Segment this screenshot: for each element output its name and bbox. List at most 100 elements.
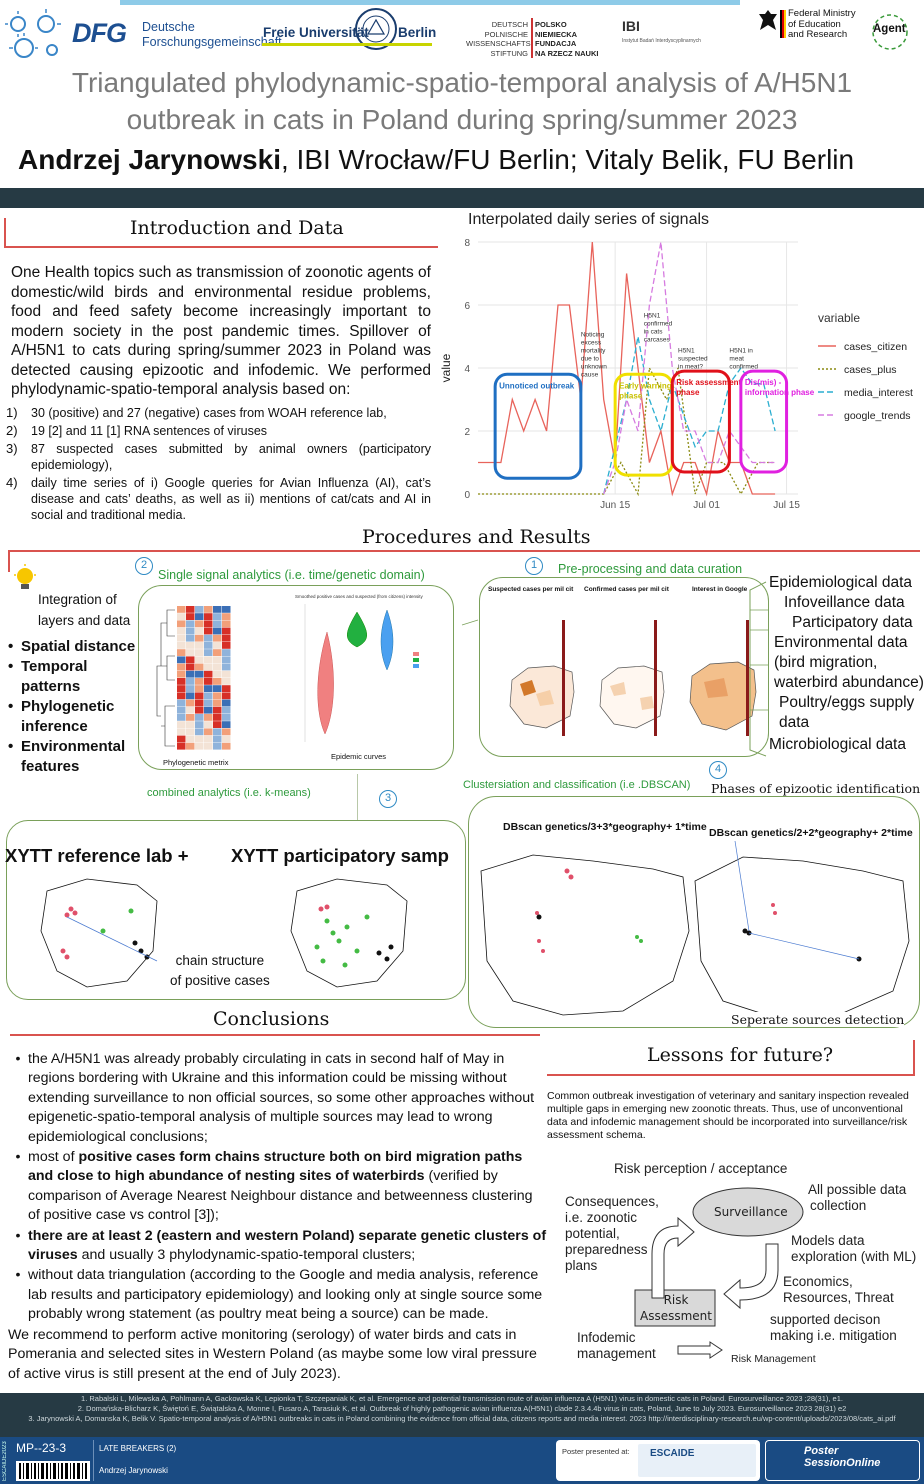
preprocessing-panel: Suspected cases per mil cit Confirmed ca… [479, 577, 769, 757]
y-tick-label: 4 [464, 364, 470, 375]
intro-heading: Introduction and Data [130, 217, 344, 239]
intro-data-list: 1)30 (positive) and 27 (negative) cases … [6, 405, 431, 525]
heatmap-cell [204, 606, 213, 613]
chart-annotation: confirmed [644, 321, 673, 328]
heatmap-cell [195, 678, 204, 685]
xytt-reference-label: XYTT reference lab + [5, 845, 189, 866]
heatmap-cell [213, 706, 222, 714]
heatmap-cell [222, 728, 231, 736]
heatmap-cell [186, 642, 195, 649]
conclusions-recommendation: We recommend to perform active monitorin… [8, 1326, 537, 1382]
heatmap-cell [195, 735, 204, 743]
phase-label: phase [676, 388, 700, 397]
bmbf-stripe-black [780, 10, 782, 38]
heatmap-cell [222, 627, 231, 635]
lessons-rule [547, 1074, 915, 1076]
heatmap-cell [195, 714, 204, 721]
heatmap-cell [186, 728, 195, 736]
heatmap-cell [195, 692, 204, 700]
heatmap-cell [213, 670, 222, 678]
heatmap-cell [213, 663, 222, 671]
heatmap-cell [177, 721, 186, 728]
heatmap-cell [195, 728, 204, 736]
heatmap-cell [195, 663, 204, 671]
escaide-logo: ESCAIDE [650, 1448, 695, 1459]
heatmap-cell [222, 678, 231, 685]
heatmap-cell [204, 706, 213, 714]
chart-annotation: carcases [644, 337, 671, 344]
heatmap-cell [186, 692, 195, 700]
fu-logo-right: Berlin [398, 25, 437, 40]
heatmap-cell [213, 606, 222, 613]
legend-title: variable [818, 311, 860, 325]
phase-label: information phase [745, 388, 815, 397]
heatmap-cell [204, 656, 213, 664]
list-item: •Phylogenetic inference [8, 698, 115, 735]
chart-title: Interpolated daily series of signals [468, 211, 710, 228]
fu-underline [262, 43, 432, 46]
heatmap-cell [186, 656, 195, 664]
dfg-logo: DFG [72, 18, 127, 48]
procedures-rule-left [8, 550, 10, 572]
phase-label: Unnoticed outbreak [499, 381, 575, 390]
poland-choropleth-maps [509, 620, 757, 736]
poster-session-online-box: Poster SessionOnline [765, 1440, 920, 1481]
map-title-suspected: Suspected cases per mil cit [488, 586, 574, 593]
heatmap-cell [204, 670, 213, 678]
heatmap-cell [222, 613, 231, 620]
xytt-participatory-label: XYTT participatory samp [231, 845, 449, 866]
list-item: Poultry/eggs supply data [779, 694, 915, 731]
heatmap-cell [195, 634, 204, 642]
heatmap-cell [222, 642, 231, 649]
heatmap-cell [195, 706, 204, 714]
bmbf-stripe-red [782, 10, 784, 38]
ibi-subtitle: Instytut Badań Interdyscyplinarnych [622, 38, 701, 44]
epidemic-caption: Epidemic curves [331, 752, 387, 761]
heatmap-cell [177, 656, 186, 664]
heatmap-cell [213, 742, 222, 750]
intro-rule [6, 246, 438, 248]
heatmap-cell [204, 627, 213, 635]
svg-text:Smoothed positive cases and su: Smoothed positive cases and suspected (f… [295, 594, 424, 599]
escaide-box: Poster presented at: ESCAIDE [556, 1440, 760, 1481]
dbscan-maps [480, 841, 910, 1018]
series-line-media_interest [603, 336, 776, 495]
heatmap-cell [186, 663, 195, 671]
list-item: •the A/H5N1 was already probably circula… [15, 1051, 535, 1145]
heatmap-cell [213, 649, 222, 656]
heatmap-cell [177, 620, 186, 628]
epidemic-violin-plot: Smoothed positive cases and suspected (f… [295, 594, 424, 742]
combined-analytics-label: combined analytics (i.e. k-means) [147, 787, 311, 799]
procedures-rule [10, 550, 920, 552]
heatmap-cell [204, 735, 213, 743]
heatmap-cell [213, 634, 222, 642]
dbscan-panel: DBscan genetics/3+3*geography+ 1*time DB… [468, 796, 920, 1028]
heatmap-cell [195, 606, 204, 613]
chart-annotation: H5N1 [644, 313, 661, 320]
single-signal-label: Single signal analytics (i.e. time/genet… [158, 568, 425, 582]
reference-3: 3. Jarynowski A, Domanska K, Belik V. Sp… [28, 1414, 896, 1423]
y-tick-label: 8 [464, 238, 470, 249]
list-item: •there are at least 2 (eastern and weste… [15, 1227, 547, 1264]
conclusions-list: •the A/H5N1 was already probably circula… [8, 1050, 548, 1384]
chart-annotation: meat [729, 355, 744, 362]
preprocessing-label: Pre-processing and data curation [558, 562, 743, 576]
xytt-maps [40, 878, 408, 988]
references-bar: 1. Rabalski L, Milewska A, Pohlmann A, G… [0, 1393, 924, 1437]
footer-category: LATE BREAKERS (2) [99, 1444, 177, 1453]
escaide-banner [638, 1444, 756, 1477]
heatmap-cell [222, 606, 231, 613]
list-item: •Environmental features [8, 738, 126, 775]
poster-code: MP--23-3 [16, 1441, 67, 1455]
chart-annotation: excess [581, 340, 602, 347]
legend-entry: google_trends [844, 410, 911, 422]
phylogenetic-caption: Phylogenetic metrix [163, 758, 229, 767]
map-title-google: Interest in Google [692, 586, 748, 593]
top-accent-line [120, 0, 740, 5]
heatmap-cell [186, 706, 195, 714]
list-item: •without data triangulation (according t… [15, 1267, 543, 1323]
chart-annotation: H5N1 in [729, 347, 753, 354]
